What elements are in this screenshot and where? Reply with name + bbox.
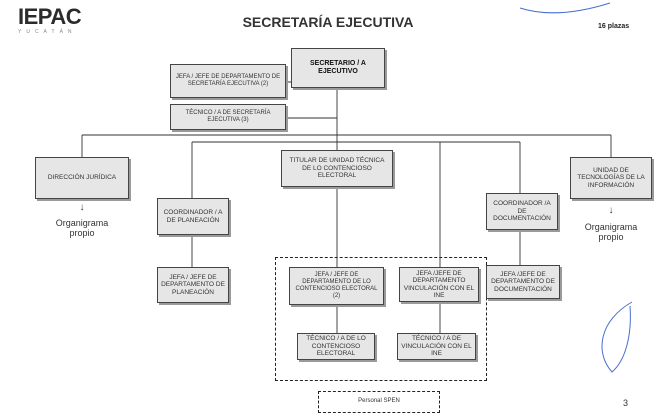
node-tecnico-vinculacion: TÉCNICO / A DE VINCULACIÓN CON EL INE <box>397 333 476 360</box>
node-direccion-juridica: DIRECCIÓN JURÍDICA <box>35 157 129 199</box>
page-number: 3 <box>623 398 629 408</box>
spen-group-outline <box>275 257 487 381</box>
node-titular-contencioso: TITULAR DE UNIDAD TÉCNICA DE LO CONTENCI… <box>281 150 393 187</box>
node-jefa-documentacion: JEFA /JEFE DE DEPARTAMENTO DE DOCUMENTAC… <box>486 265 560 299</box>
node-unidad-tecnologias: UNIDAD DE TECNOLOGÍAS DE LA INFORMACIÓN <box>570 157 652 199</box>
node-coord-documentacion: COORDINADOR /A DE DOCUMENTACIÓN <box>486 193 558 230</box>
node-jefa-contencioso: JEFA / JEFE DE DEPARTAMENTO DE LO CONTEN… <box>289 267 384 305</box>
node-jefa-planeacion: JEFA / JEFE DE DEPARTAMENTO DE PLANEACIÓ… <box>157 267 229 303</box>
node-tecnico-secretaria: TÉCNICO / A DE SECRETARÍA EJECUTIVA (3) <box>170 104 286 130</box>
node-secretario: SECRETARIO / A EJECUTIVO <box>291 48 385 88</box>
logo-subtext: YUCATÁN <box>18 29 77 35</box>
node-tecnico-contencioso: TÉCNICO / A DE LO CONTENCIOSO ELECTORAL <box>297 333 375 360</box>
spen-legend-outline <box>318 391 440 413</box>
spen-legend-label: Personal SPEN <box>358 398 400 404</box>
plazas-count: 16 plazas <box>598 23 630 30</box>
arrow-down-icon: ↓ <box>79 202 85 213</box>
arrow-down-icon: ↓ <box>608 205 614 216</box>
node-jefa-secretaria: JEFA / JEFE DE DEPARTAMENTO DE SECRETARÍ… <box>170 64 286 98</box>
iepac-logo: IEPAC YUCATÁN <box>18 4 82 36</box>
logo-text: IEPAC <box>18 4 82 29</box>
note-organigrama-tecnologias: Organigrama propio <box>584 222 638 242</box>
signature-mark-top <box>519 2 611 14</box>
note-organigrama-juridica: Organigrama propio <box>55 218 109 238</box>
node-coord-planeacion: COORDINADOR / A DE PLANEACIÓN <box>157 198 229 235</box>
node-jefa-vinculacion: JEFA /JEFE DE DEPARTAMENTO VINCULACIÓN C… <box>399 267 479 302</box>
page-title: SECRETARÍA EJECUTIVA <box>242 14 414 30</box>
signature-mark-bottom <box>601 301 633 373</box>
